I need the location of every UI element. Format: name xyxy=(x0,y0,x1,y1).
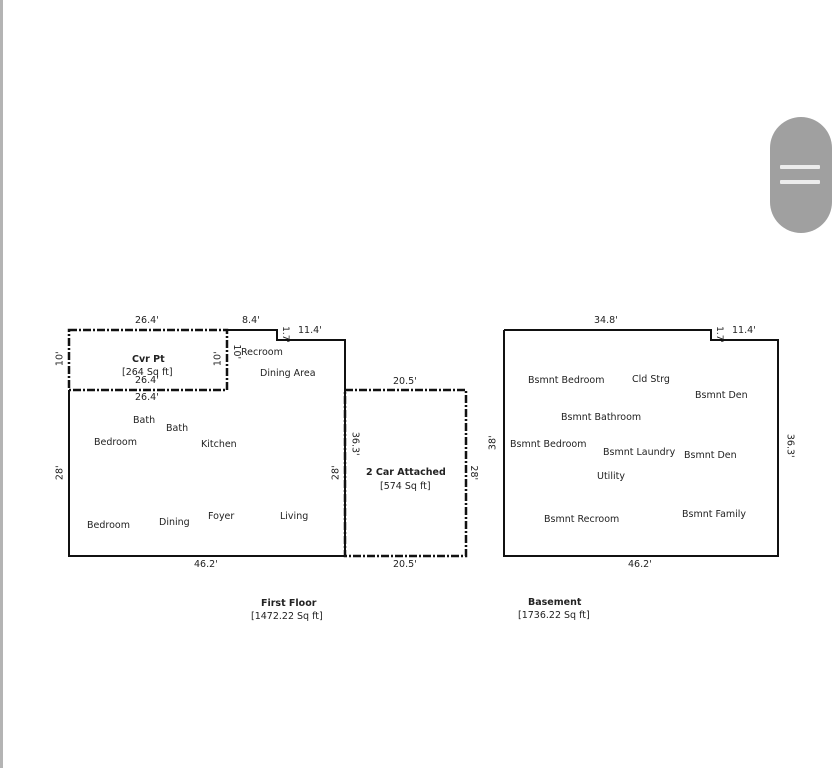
dim-left-main: 28' xyxy=(54,465,66,481)
room-living: Living xyxy=(280,511,309,522)
room-bedroom-2: Bedroom xyxy=(87,520,130,531)
dim-main-top: 26.4' xyxy=(135,392,159,403)
dim-cvr-bottom-inner: 26.4' xyxy=(135,375,159,386)
room-bsmt-bathroom: Bsmnt Bathroom xyxy=(561,412,642,423)
dim-step: 1.7' xyxy=(279,326,290,343)
first-floor-title: First Floor xyxy=(261,598,317,609)
room-cvr-pt: Cvr Pt xyxy=(132,354,165,365)
room-foyer: Foyer xyxy=(208,511,235,522)
dim-garage-bottom: 20.5' xyxy=(393,559,417,570)
room-bsmt-laundry: Bsmnt Laundry xyxy=(603,447,676,458)
left-edge-border xyxy=(0,0,3,768)
basement-outline xyxy=(503,329,779,557)
dim-cvr-left: 10' xyxy=(54,351,66,367)
dim-bsmt-top-right: 11.4' xyxy=(732,325,756,336)
room-bsmt-recroom: Bsmnt Recroom xyxy=(544,514,620,525)
room-dining: Dining xyxy=(159,517,190,528)
drag-handle-button[interactable] xyxy=(770,117,832,233)
garage-outline xyxy=(343,388,468,558)
room-bath-1: Bath xyxy=(133,415,156,426)
room-dining-area: Dining Area xyxy=(260,368,316,379)
dim-garage-left: 36.3' xyxy=(349,431,361,456)
dim-bsmt-step: 1.7' xyxy=(713,326,724,343)
first-floor-area: [1472.22 Sq ft] xyxy=(251,611,323,622)
dim-cvr-inner-right: 10' xyxy=(212,351,224,367)
room-garage: 2 Car Attached xyxy=(366,467,446,478)
room-recroom: Recroom xyxy=(241,347,283,358)
dim-garage-top: 20.5' xyxy=(393,376,417,387)
dim-bsmt-bottom: 46.2' xyxy=(628,559,652,570)
dim-top-mid: 8.4' xyxy=(242,315,260,326)
room-bsmt-den-2: Bsmnt Den xyxy=(684,450,737,461)
room-kitchen: Kitchen xyxy=(201,439,237,450)
basement-area: [1736.22 Sq ft] xyxy=(518,610,590,621)
dim-bsmt-top: 34.8' xyxy=(594,315,618,326)
dim-bsmt-left: 38' xyxy=(487,435,499,451)
room-bath-2: Bath xyxy=(166,423,189,434)
dim-garage-right: 28' xyxy=(468,465,480,481)
room-bsmt-bedroom-2: Bsmnt Bedroom xyxy=(510,439,587,450)
room-bsmt-bedroom-1: Bsmnt Bedroom xyxy=(528,375,605,386)
dim-top-right: 11.4' xyxy=(298,325,322,336)
dim-bottom: 46.2' xyxy=(194,559,218,570)
first-floor-outline xyxy=(68,329,346,557)
basement-title: Basement xyxy=(528,597,582,608)
dim-cvr-top: 26.4' xyxy=(135,315,159,326)
dim-right-main: 28' xyxy=(330,465,342,481)
room-bedroom-1: Bedroom xyxy=(94,437,137,448)
room-cvr-pt-area: [264 Sq ft] xyxy=(122,367,173,378)
room-bsmt-den-1: Bsmnt Den xyxy=(695,390,748,401)
room-cld-strg: Cld Strg xyxy=(632,374,670,385)
room-utility: Utility xyxy=(597,471,625,482)
room-bsmt-family: Bsmnt Family xyxy=(682,509,747,520)
room-garage-area: [574 Sq ft] xyxy=(380,481,431,492)
dim-bsmt-right: 36.3' xyxy=(784,433,796,458)
dim-cvr-step-left: 10' xyxy=(231,344,243,360)
cvr-pt-outline xyxy=(67,328,229,392)
